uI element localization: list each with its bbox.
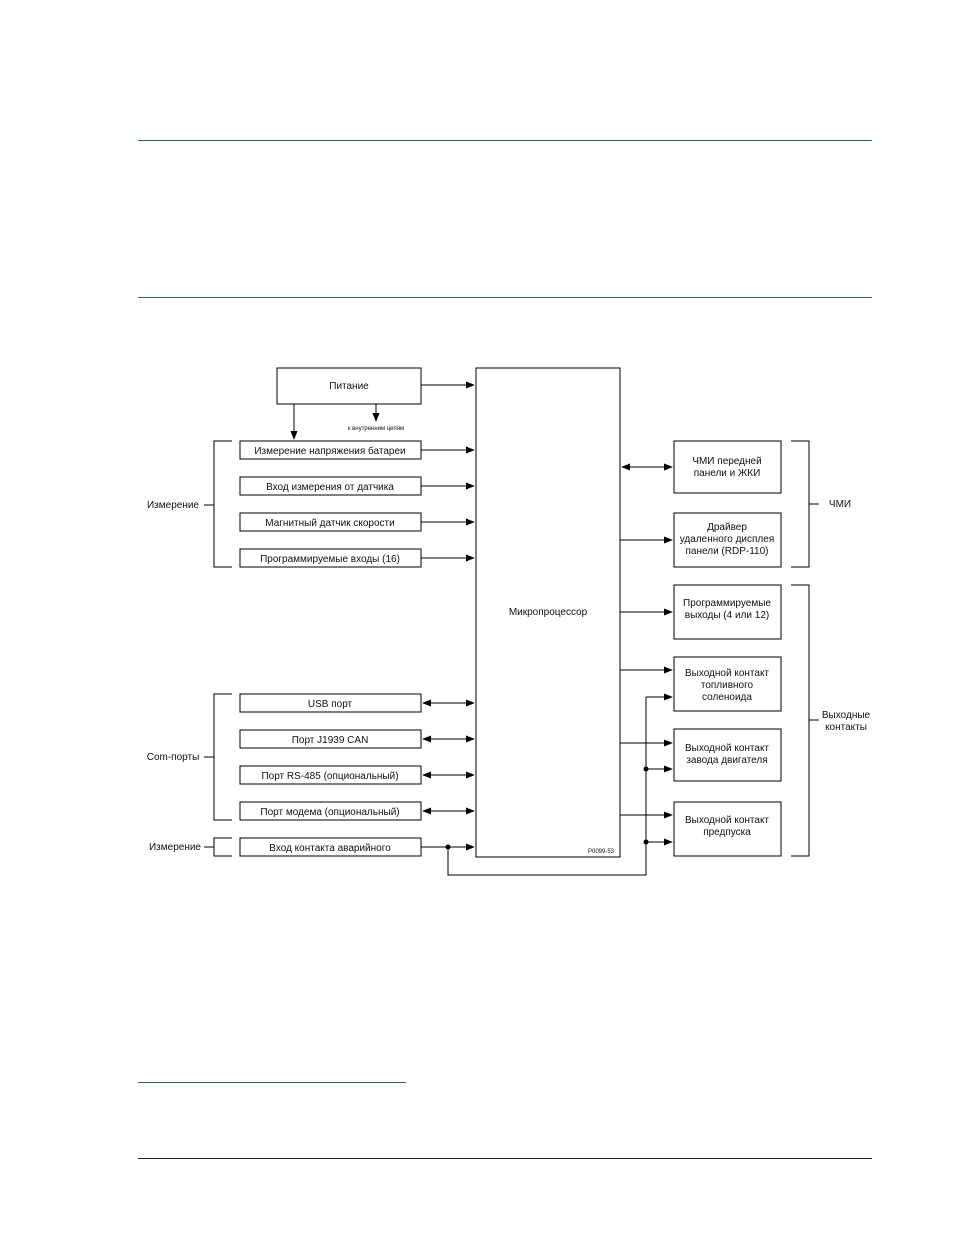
magnetic-pickup-label: Магнитный датчик скорости [265, 518, 394, 529]
j1939-port-label: Порт J1939 CAN [292, 735, 369, 746]
prestart-line-2: предпуска [703, 827, 751, 838]
crank-junction [643, 766, 649, 772]
com-ports-group-label: Com-порты [147, 752, 200, 763]
output-contacts-line-1: Выходные [822, 710, 871, 721]
j1939-port-block [239, 729, 422, 749]
modem-port-label: Порт модема (опциональный) [260, 807, 399, 818]
figure-code: P0099-53 [588, 849, 615, 855]
engine-crank-line-1: Выходной контакт [685, 743, 769, 754]
modem-port-block [239, 801, 422, 821]
rs485-port-label: Порт RS-485 (опциональный) [261, 771, 398, 782]
measurement-2-group-label: Измерение [149, 842, 201, 853]
fuel-solenoid-line-3: соленоида [702, 692, 752, 703]
hmi-bracket [791, 440, 810, 568]
programmable-outputs-block [673, 584, 782, 640]
sensor-input-label: Вход измерения от датчика [266, 482, 394, 493]
remote-display-line-1: Драйвер [707, 522, 747, 533]
power-label: Питание [329, 381, 369, 392]
front-panel-hmi-line-2: панели и ЖКИ [694, 468, 761, 479]
programmable-outputs-line-1: Программируемые [683, 598, 771, 609]
front-panel-hmi-line-1: ЧМИ передней [692, 456, 761, 467]
prestart-line-1: Выходной контакт [685, 815, 769, 826]
microprocessor-block [475, 367, 621, 858]
microprocessor-label: Микропроцессор [509, 607, 588, 618]
com-ports-bracket [213, 693, 232, 821]
engine-crank-line-2: завода двигателя [686, 755, 767, 766]
fuel-solenoid-line-1: Выходной контакт [685, 668, 769, 679]
programmable-outputs-line-2: выходы (4 или 12) [685, 610, 769, 621]
top-divider [138, 140, 872, 141]
usb-port-label: USB порт [308, 699, 353, 710]
prestart-junction [643, 839, 649, 845]
remote-display-line-3: панели (RDP-110) [686, 546, 769, 557]
measurement-2-bracket [213, 837, 232, 857]
emergency-stop-loop-line [447, 697, 647, 876]
battery-voltage-label: Измерение напряжения батареи [254, 445, 405, 457]
fuel-solenoid-line-2: топливного [701, 680, 754, 691]
measurement-bracket [213, 440, 232, 568]
hmi-group-label: ЧМИ [829, 499, 851, 510]
output-contacts-line-2: контакты [825, 722, 867, 733]
programmable-inputs-label: Программируемые входы (16) [260, 554, 400, 565]
remote-display-block [673, 512, 782, 568]
rs485-port-block [239, 765, 422, 785]
section-divider [138, 297, 872, 298]
usb-port-block [239, 693, 422, 713]
power-block [276, 367, 422, 405]
emergency-stop-label: Вход контакта аварийного [269, 843, 391, 854]
footnote-divider [138, 1082, 406, 1083]
prestart-block [673, 801, 782, 857]
internal-circuits-label: к внутренним цепям [348, 426, 404, 432]
engine-crank-block [673, 728, 782, 782]
fuel-solenoid-block [673, 656, 782, 712]
measurement-group-label: Измерение [147, 500, 199, 511]
front-panel-hmi-block [673, 440, 782, 494]
output-contacts-bracket [791, 584, 810, 857]
footer-divider [138, 1158, 872, 1159]
remote-display-line-2: удаленного дисплея [680, 534, 774, 545]
